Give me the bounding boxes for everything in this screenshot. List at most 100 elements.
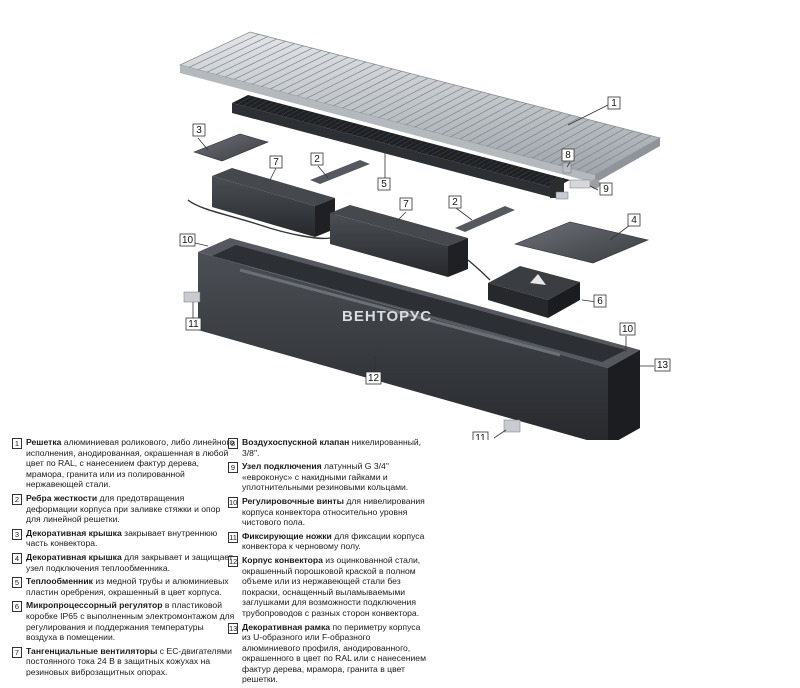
cable xyxy=(187,199,491,281)
legend-item-5: 5 Теплообменник из медной трубы и алюмини… xyxy=(12,576,237,597)
convector-body xyxy=(198,238,640,440)
regulator xyxy=(488,266,580,318)
callout-8: 8 xyxy=(561,148,575,162)
callout-3: 3 xyxy=(192,123,206,137)
stiffening-rib-2 xyxy=(455,206,515,232)
legend-number: 10 xyxy=(228,496,238,508)
legend-text: Декоративная крышка для закрывает и защи… xyxy=(26,551,233,573)
callout-4: 4 xyxy=(627,213,641,227)
callout-13: 13 xyxy=(654,358,671,372)
legend-number: 5 xyxy=(12,577,22,589)
svg-text:12: 12 xyxy=(368,373,380,384)
legend-title: Фиксирующие ножки xyxy=(242,530,332,541)
fixing-feet xyxy=(183,291,521,433)
callout-11: 11 xyxy=(472,431,489,440)
legend-item-13: 13 Декоративная рамка по периметру корпус… xyxy=(228,622,428,686)
svg-text:10: 10 xyxy=(622,324,634,335)
svg-text:2: 2 xyxy=(452,197,458,208)
svg-text:9: 9 xyxy=(603,184,609,195)
legend-text: Корпус конвектора из оцинкованной стали,… xyxy=(242,554,421,618)
legend-text: Микропроцессорный регулятор в пластиково… xyxy=(26,600,235,643)
svg-text:6: 6 xyxy=(597,296,603,307)
legend-title: Декоративная рамка xyxy=(242,621,331,632)
callout-2: 2 xyxy=(310,152,324,166)
decorative-cover-large xyxy=(514,221,649,264)
legend-text: Фиксирующие ножки для фиксации корпуса к… xyxy=(242,530,425,552)
legend-number: 4 xyxy=(12,552,22,564)
svg-text:7: 7 xyxy=(403,199,409,210)
legend-text: Декоративная крышка закрывает внутреннюю… xyxy=(26,527,218,549)
callout-7: 7 xyxy=(269,155,283,169)
callout-6: 6 xyxy=(593,294,607,308)
callout-2: 2 xyxy=(448,195,462,209)
legend-text: Тангенциальные вентиляторы с ЕС-двигател… xyxy=(26,645,232,677)
legend-number: 8 xyxy=(228,438,238,449)
stiffening-rib-1 xyxy=(310,160,370,184)
callout-5: 5 xyxy=(377,177,391,191)
legend-number: 12 xyxy=(228,555,238,567)
legend-left: 1 Решетка алюминиевая роликового, либо ли… xyxy=(12,437,237,680)
legend-title: Корпус конвектора xyxy=(242,554,323,565)
legend-item-2: 2 Ребра жесткости для предотвращения дефо… xyxy=(12,493,237,525)
legend-item-3: 3 Декоративная крышка закрывает внутренню… xyxy=(12,528,237,549)
grille xyxy=(178,31,662,183)
legend-text: Декоративная рамка по периметру корпуса … xyxy=(242,621,426,685)
svg-text:5: 5 xyxy=(381,179,387,190)
fan-2 xyxy=(330,205,468,277)
legend-item-12: 12 Корпус конвектора из оцинкованной стал… xyxy=(228,555,428,619)
legend-title: Микропроцессорный регулятор xyxy=(26,600,163,611)
legend-item-11: 11 Фиксирующие ножки для фиксации корпуса… xyxy=(228,531,428,552)
svg-text:8: 8 xyxy=(565,150,571,161)
legend-number: 11 xyxy=(228,531,238,543)
svg-text:2: 2 xyxy=(314,154,320,165)
legend-number: 3 xyxy=(12,528,22,540)
legend-item-8: 8 Воздухоспускной клапан никелированный, … xyxy=(228,437,428,458)
legend-item-7: 7 Тангенциальные вентиляторы с ЕС-двигате… xyxy=(12,646,237,678)
callout-11: 11 xyxy=(185,317,202,331)
svg-text:11: 11 xyxy=(188,319,199,330)
legend-title: Декоративная крышка xyxy=(26,527,122,538)
svg-text:10: 10 xyxy=(182,235,194,246)
legend-number: 1 xyxy=(12,438,22,449)
svg-text:7: 7 xyxy=(273,157,279,168)
legend-title: Воздухоспускной клапан xyxy=(242,437,350,447)
svg-text:1: 1 xyxy=(611,98,617,109)
connection-node xyxy=(555,162,600,200)
callout-7: 7 xyxy=(399,197,413,211)
legend-number: 9 xyxy=(228,462,238,474)
legend-title: Регулировочные винты xyxy=(242,495,344,506)
legend-number: 7 xyxy=(12,646,22,658)
watermark-logo: ВЕНТОРУС xyxy=(342,308,433,325)
legend-text: Решетка алюминиевая роликового, либо лин… xyxy=(26,437,235,490)
svg-text:3: 3 xyxy=(196,125,202,136)
decorative-cover-small xyxy=(193,133,269,162)
legend-item-4: 4 Декоративная крышка для закрывает и защ… xyxy=(12,552,237,573)
svg-text:4: 4 xyxy=(631,215,637,226)
legend-text: Ребра жесткости для предотвращения дефор… xyxy=(26,492,221,525)
svg-text:13: 13 xyxy=(657,360,669,371)
legend-text: Воздухоспускной клапан никелированный, 3… xyxy=(242,437,422,458)
heat-exchanger xyxy=(232,95,570,198)
legend-number: 2 xyxy=(12,493,22,505)
svg-text:11: 11 xyxy=(475,433,486,440)
legend-title: Тангенциальные вентиляторы xyxy=(26,645,158,656)
callout-10: 10 xyxy=(619,322,636,336)
legend-item-1: 1 Решетка алюминиевая роликового, либо ли… xyxy=(12,437,237,490)
legend-number: 6 xyxy=(12,601,22,613)
legend-title: Решетка xyxy=(26,437,62,447)
callout-10: 10 xyxy=(179,233,196,247)
legend-title: Узел подключения xyxy=(242,461,322,472)
legend-title: Декоративная крышка xyxy=(26,551,122,562)
legend-title: Теплообменник xyxy=(26,576,93,587)
legend-right: 8 Воздухоспускной клапан никелированный, … xyxy=(228,437,428,688)
legend-item-6: 6 Микропроцессорный регулятор в пластиков… xyxy=(12,600,237,642)
callout-12: 12 xyxy=(365,371,382,385)
callout-1: 1 xyxy=(607,96,621,110)
legend-text: Узел подключения латунный G 3/4" «евроко… xyxy=(242,461,409,493)
callout-9: 9 xyxy=(599,182,613,196)
legend-title: Ребра жесткости xyxy=(26,492,98,503)
legend-text: Теплообменник из медной трубы и алюминие… xyxy=(26,576,229,597)
legend-number: 13 xyxy=(228,622,238,634)
